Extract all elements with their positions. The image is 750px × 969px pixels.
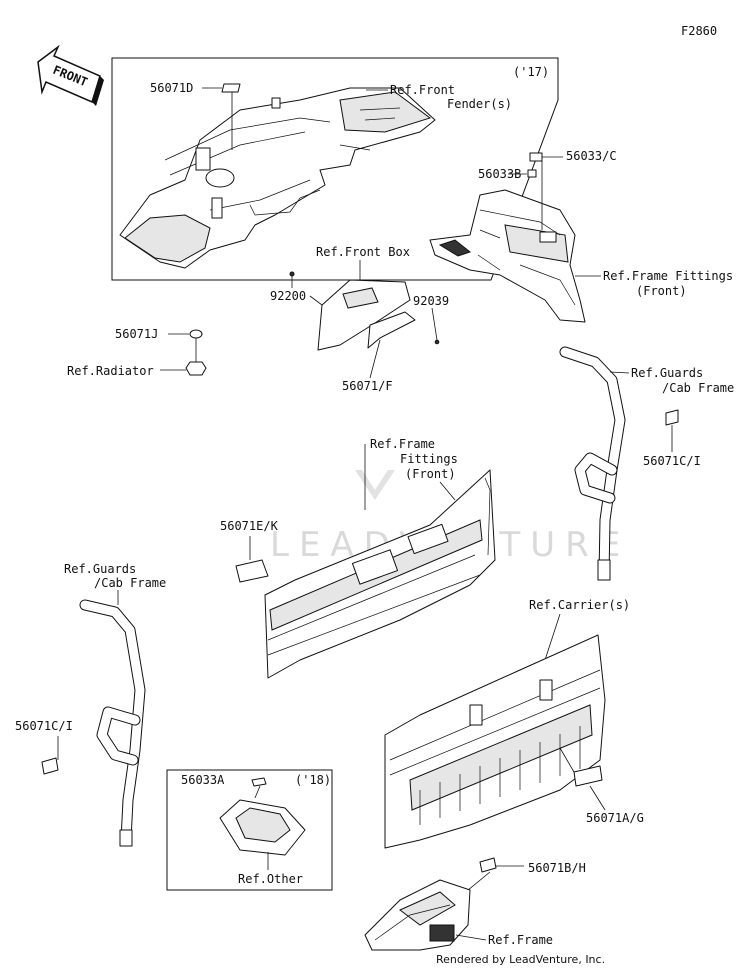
decal-56071BH (479, 857, 497, 873)
front-frame-fittings-assembly (429, 189, 586, 323)
label-56071AG: 56071A/G (586, 811, 644, 825)
label-ref-radiator: Ref.Radiator (67, 364, 154, 378)
left-cab-frame-guard (79, 599, 146, 847)
label-56071D: 56071D (150, 81, 193, 95)
label-56071BH: 56071B/H (528, 861, 586, 875)
label-56033A: 56033A (181, 773, 225, 787)
label-ref-guards-right-2: /Cab Frame (662, 381, 734, 395)
label-ref-other: Ref.Other (238, 872, 303, 886)
label-56071CI-right: 56071C/I (643, 454, 701, 468)
screw-92200 (289, 271, 295, 277)
radiator-cap (185, 361, 207, 376)
label-ref-front-fender-1: Ref.Front (390, 83, 455, 97)
label-ref-frame-fittings-mid-3: (Front) (405, 467, 456, 481)
decal-56033A (251, 777, 267, 787)
decal-56071F (367, 311, 416, 349)
front-frame-fittings-panel (264, 469, 496, 679)
label-ref-guards-left-2: /Cab Frame (94, 576, 166, 590)
label-ref-front-fender-2: Fender(s) (447, 97, 512, 111)
decal-56033C (529, 152, 543, 162)
label-ref-front-box: Ref.Front Box (316, 245, 410, 259)
right-cab-frame-guard (559, 346, 626, 581)
label-56071EK: 56071E/K (220, 519, 279, 533)
label-ref-frame-fittings-mid-2: Fittings (400, 452, 458, 466)
label-56033B: 56033B (478, 167, 521, 181)
other-group-box (166, 769, 333, 891)
decal-56071J (189, 329, 203, 339)
label-56071J: 56071J (115, 327, 158, 341)
label-ref-frame-fittings-mid-1: Ref.Frame (370, 437, 435, 451)
front-arrow-icon: FRONT (37, 44, 104, 106)
other-cover-part (219, 799, 306, 856)
diagram-code: F2860 (681, 24, 717, 38)
decal-56071AG (573, 765, 603, 787)
label-92039: 92039 (413, 294, 449, 308)
label-56071F: 56071/F (342, 379, 393, 393)
rear-frame-part (364, 879, 471, 951)
label-92200: 92200 (270, 289, 306, 303)
label-ref-frame-fittings-front-1: Ref.Frame Fittings (603, 269, 733, 283)
decal-56071CI-left (41, 757, 59, 775)
label-56033C: 56033/C (566, 149, 617, 163)
label-ref-frame: Ref.Frame (488, 933, 553, 947)
year-label-18: ('18) (295, 773, 331, 787)
decal-56071EK (235, 559, 269, 583)
label-ref-frame-fittings-front-2: (Front) (636, 284, 687, 298)
decal-56033B (527, 169, 537, 178)
carrier-panel (384, 634, 606, 849)
front-box-part (317, 279, 411, 351)
clip-92039 (434, 339, 440, 345)
decal-56071CI-right (665, 409, 679, 426)
label-ref-guards-right-1: Ref.Guards (631, 366, 703, 380)
label-ref-guards-left-1: Ref.Guards (64, 562, 136, 576)
footer-credit: Rendered by LeadVenture, Inc. (436, 953, 605, 966)
year-label-17: ('17) (513, 65, 549, 79)
front-fender-assembly (119, 87, 436, 269)
label-ref-carriers: Ref.Carrier(s) (529, 598, 630, 612)
label-56071CI-left: 56071C/I (15, 719, 73, 733)
front-fender-group-box (111, 57, 559, 281)
